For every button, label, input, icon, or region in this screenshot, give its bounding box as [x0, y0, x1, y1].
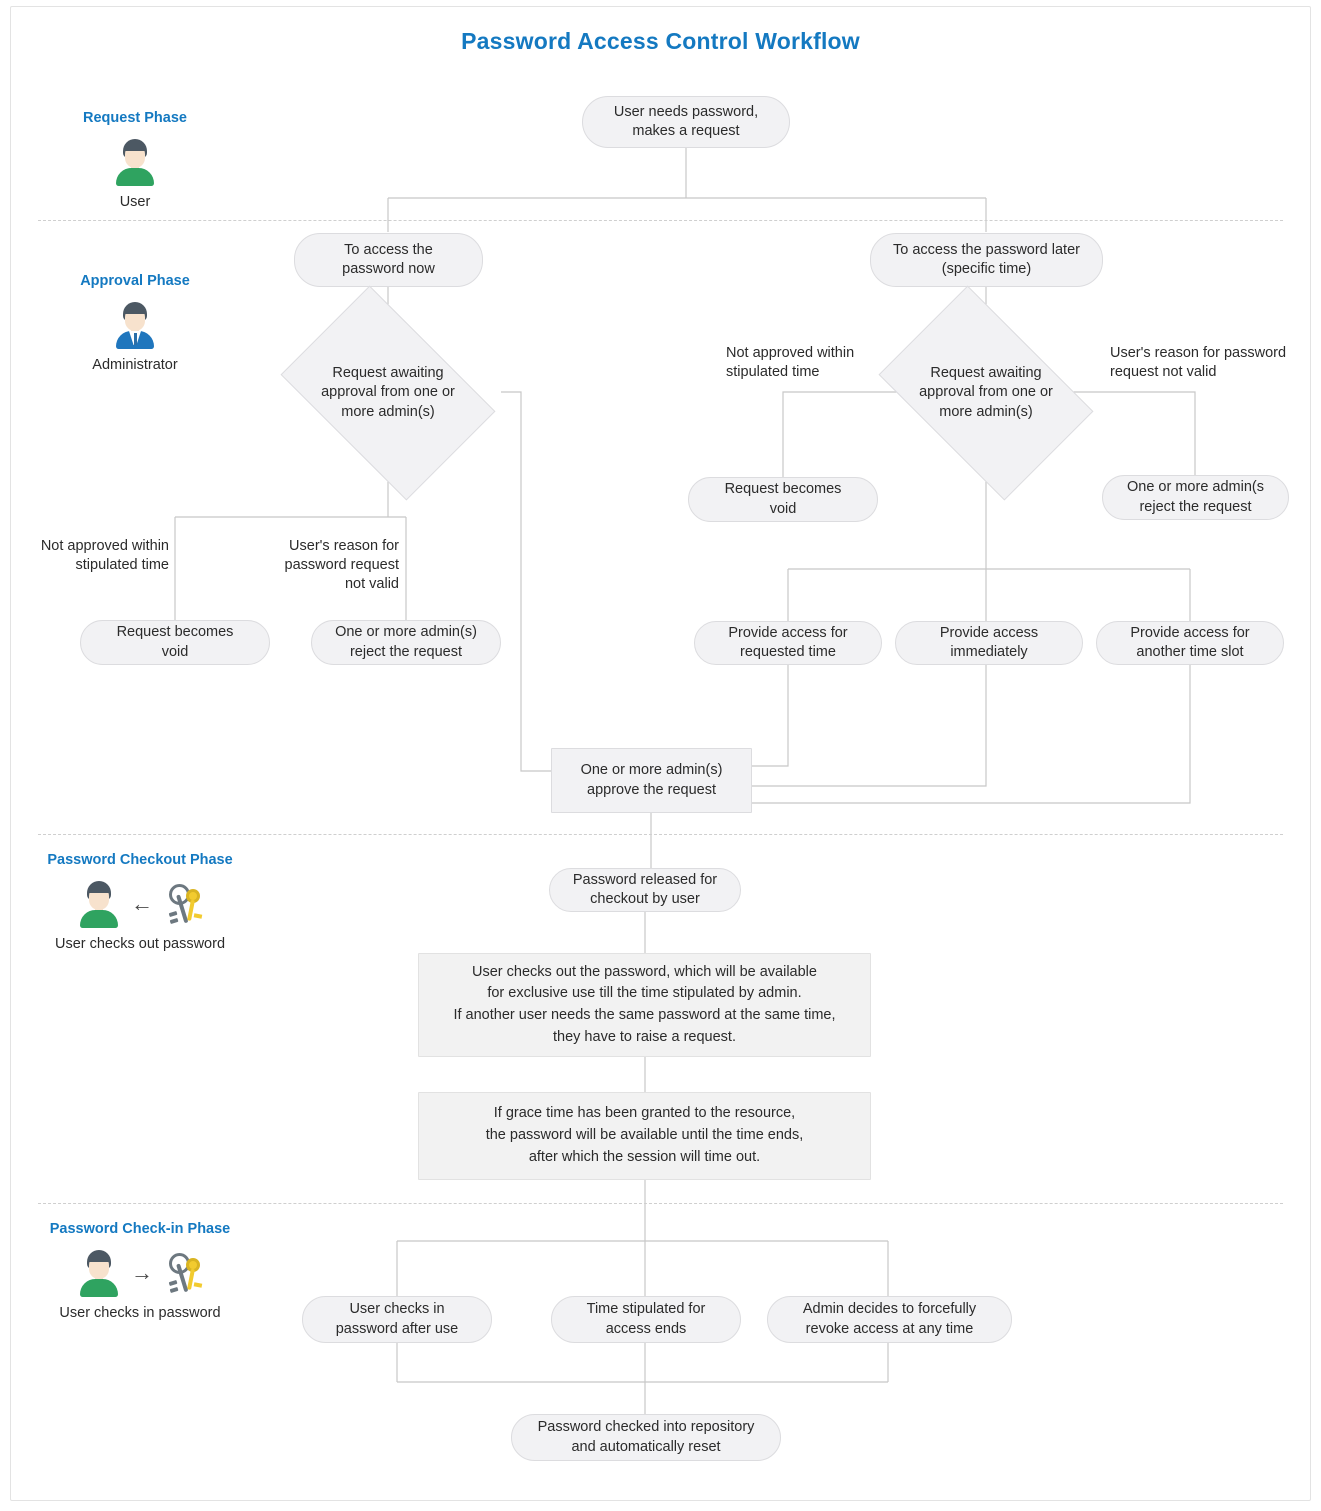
- arrow-right-icon: →: [131, 1260, 153, 1285]
- phase-checkout-art: ←: [20, 876, 260, 932]
- node-provide-requested-time[interactable]: Provide access for requested time: [694, 621, 882, 665]
- note-checkout-details: User checks out the password, which will…: [418, 953, 871, 1057]
- node-checkin-admin-revoke[interactable]: Admin decides to forcefully revoke acces…: [767, 1296, 1012, 1343]
- phase-checkout-caption: User checks out password: [54, 936, 226, 952]
- node-decision-right[interactable]: Request awaiting approval from one or mo…: [878, 285, 1094, 501]
- node-password-released[interactable]: Password released for checkout by user: [549, 868, 741, 912]
- node-decision-left-label: Request awaiting approval from one or mo…: [321, 365, 455, 420]
- node-checkin-user[interactable]: User checks in password after use: [302, 1296, 492, 1343]
- keys-icon: [162, 881, 204, 927]
- user-avatar-icon: [112, 138, 158, 186]
- phase-checkin-title: Password Check-in Phase: [49, 1221, 231, 1237]
- node-void-right[interactable]: Request becomes void: [688, 477, 878, 522]
- lane-separator-checkout: [38, 1203, 1283, 1204]
- phase-request: Request Phase User: [30, 110, 240, 210]
- phase-checkin: Password Check-in Phase → User checks in…: [20, 1221, 260, 1321]
- keys-icon: [162, 1250, 204, 1296]
- edge-label-left-reason-invalid: User's reason for password request not v…: [284, 538, 399, 592]
- node-decision-left[interactable]: Request awaiting approval from one or mo…: [280, 285, 496, 501]
- node-start[interactable]: User needs password, makes a request: [582, 96, 790, 148]
- node-reject-right[interactable]: One or more admin(s reject the request: [1102, 475, 1289, 520]
- edge-label-left-not-approved: Not approved within stipulated time: [40, 538, 169, 573]
- node-void-left[interactable]: Request becomes void: [80, 620, 270, 665]
- phase-approval-title: Approval Phase: [80, 273, 190, 289]
- node-provide-another-slot[interactable]: Provide access for another time slot: [1096, 621, 1284, 665]
- arrow-left-icon: ←: [131, 891, 153, 916]
- phase-checkout-title: Password Checkout Phase: [47, 852, 233, 868]
- phase-request-caption: User: [119, 194, 151, 210]
- node-password-checked-in[interactable]: Password checked into repository and aut…: [511, 1414, 781, 1461]
- edge-label-right-reason-invalid: User's reason for password request not v…: [1110, 345, 1287, 380]
- node-approve-request[interactable]: One or more admin(s) approve the request: [551, 748, 752, 813]
- lane-separator-approval: [38, 834, 1283, 835]
- note-grace-time: If grace time has been granted to the re…: [418, 1092, 871, 1180]
- user-avatar-icon: [76, 1249, 122, 1297]
- user-avatar-icon: [76, 880, 122, 928]
- phase-approval-caption: Administrator: [92, 357, 178, 373]
- node-checkin-time-ends[interactable]: Time stipulated for access ends: [551, 1296, 741, 1343]
- node-access-later[interactable]: To access the password later (specific t…: [870, 233, 1103, 287]
- phase-checkin-art: →: [20, 1245, 260, 1301]
- phase-approval: Approval Phase Administrator: [30, 273, 240, 373]
- edge-label-right-not-approved: Not approved within stipulated time: [726, 345, 855, 380]
- lane-separator-request: [38, 220, 1283, 221]
- page-title: Password Access Control Workflow: [461, 28, 860, 54]
- phase-request-title: Request Phase: [83, 110, 187, 126]
- phase-checkin-caption: User checks in password: [59, 1305, 221, 1321]
- phase-checkout: Password Checkout Phase ← User checks ou…: [20, 852, 260, 952]
- administrator-avatar-icon: [112, 301, 158, 349]
- phase-approval-art: [30, 297, 240, 353]
- phase-request-art: [30, 134, 240, 190]
- node-access-now[interactable]: To access the password now: [294, 233, 483, 287]
- node-provide-immediately[interactable]: Provide access immediately: [895, 621, 1083, 665]
- node-reject-left[interactable]: One or more admin(s) reject the request: [311, 620, 501, 665]
- node-decision-right-label: Request awaiting approval from one or mo…: [919, 365, 1053, 420]
